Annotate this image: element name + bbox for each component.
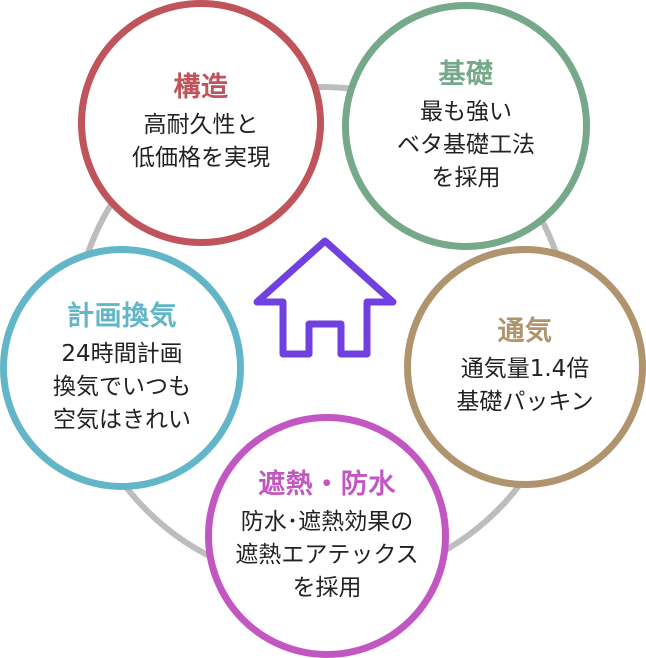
card-insulation-line-2: 遮熱エアテックス <box>235 541 419 568</box>
card-structure: 構造 高耐久性と 低価格を実現 <box>78 0 324 246</box>
card-structure-line-2: 低価格を実現 <box>132 145 270 171</box>
card-foundation-title: 基礎 <box>438 58 494 90</box>
card-insulation-line-1: 防水･遮熱効果の <box>240 508 414 535</box>
card-ventilation-title: 通気 <box>497 316 553 347</box>
card-airflow-line-1: 24時間計画 <box>61 340 183 367</box>
card-airflow-line-2: 換気でいつも <box>53 373 191 400</box>
card-foundation-line-1: 最も強い <box>420 98 512 125</box>
card-insulation: 遮熱・防水 防水･遮熱効果の 遮熱エアテックス を採用 <box>205 414 449 658</box>
card-ventilation: 通気 通気量1.4倍 基礎パッキン <box>404 246 646 488</box>
card-ventilation-line-1: 通気量1.4倍 <box>460 356 590 382</box>
card-foundation: 基礎 最も強い ベタ基礎工法 を採用 <box>342 2 590 250</box>
card-insulation-title: 遮熱・防水 <box>258 468 396 500</box>
card-foundation-line-3: を採用 <box>431 164 501 191</box>
card-airflow: 計画換気 24時間計画 換気でいつも 空気はきれい <box>0 246 244 490</box>
card-structure-line-1: 高耐久性と <box>143 112 259 138</box>
card-insulation-line-3: を採用 <box>292 574 362 601</box>
house-outline <box>253 237 397 358</box>
card-structure-title: 構造 <box>173 72 229 103</box>
card-foundation-line-2: ベタ基礎工法 <box>397 131 535 158</box>
house-icon <box>253 237 397 358</box>
card-airflow-line-3: 空気はきれい <box>53 406 191 433</box>
card-airflow-title: 計画換気 <box>67 300 177 332</box>
card-ventilation-line-2: 基礎パッキン <box>456 389 594 415</box>
